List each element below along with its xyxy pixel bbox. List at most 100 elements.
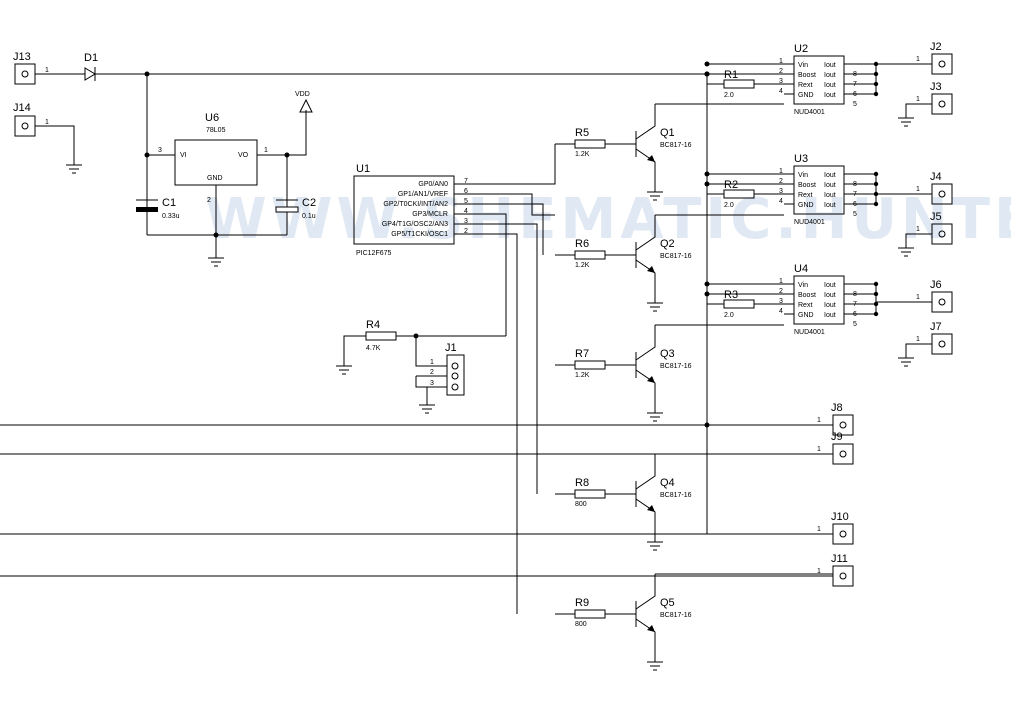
connector-j3: J3 1 xyxy=(898,81,953,127)
svg-text:78L05: 78L05 xyxy=(206,127,226,134)
svg-text:J1: J1 xyxy=(445,342,457,354)
driver-pin-name: Boost xyxy=(798,292,816,299)
svg-text:2: 2 xyxy=(430,369,434,376)
resistor-ref: R9 xyxy=(575,597,589,609)
svg-text:1: 1 xyxy=(916,294,920,301)
driver-pin-name: Iout xyxy=(824,292,836,299)
mcu-pin-name: GP3/MCLR xyxy=(412,211,448,218)
svg-text:1: 1 xyxy=(817,568,821,575)
led-driver-ic: U2NUD4001Vin1Boost2Rext3GND4Iout8Iout7Io… xyxy=(704,43,879,116)
transistor-part: BC817-16 xyxy=(660,253,692,260)
connector-j7: J71 xyxy=(898,321,953,367)
ground-symbol xyxy=(647,541,663,551)
mcu-pin-number: 4 xyxy=(464,208,468,215)
driver-pin-name: Rext xyxy=(798,82,812,89)
driver-body xyxy=(793,55,845,105)
svg-text:1: 1 xyxy=(817,446,821,453)
driver-pin-number: 2 xyxy=(779,178,783,185)
resistor-ref: R6 xyxy=(575,238,589,250)
svg-text:J4: J4 xyxy=(930,171,942,183)
resistor-value: 800 xyxy=(575,621,587,628)
driver-pin-number: 4 xyxy=(779,88,783,95)
driver-pin-number: 1 xyxy=(779,168,783,175)
resistor-value: 1.2K xyxy=(575,151,590,158)
svg-text:J13: J13 xyxy=(13,51,31,63)
driver-pin-name: Vin xyxy=(798,62,808,69)
svg-text:J9: J9 xyxy=(831,431,843,443)
resistor-value: 1.2K xyxy=(575,262,590,269)
driver-pin-name: Iout xyxy=(824,282,836,289)
led-driver-ic: U4NUD4001Vin1Boost2Rext3GND4Iout8Iout7Io… xyxy=(704,263,879,336)
driver-ref: U2 xyxy=(794,43,808,55)
svg-text:C2: C2 xyxy=(302,197,316,209)
driver-pin-name: Iout xyxy=(824,302,836,309)
resistor-body xyxy=(574,250,606,260)
ground-symbol xyxy=(898,357,914,367)
driver-pin-name: Boost xyxy=(798,72,816,79)
ground-symbol xyxy=(647,661,663,671)
resistor-ref: R8 xyxy=(575,477,589,489)
svg-text:1: 1 xyxy=(916,96,920,103)
driver-pin-name: Iout xyxy=(824,172,836,179)
svg-text:VDD: VDD xyxy=(295,91,310,98)
resistor-ref: R3 xyxy=(724,289,738,301)
transistor-ref: Q4 xyxy=(660,477,675,489)
connector-j4: J4 1 xyxy=(876,171,953,205)
driver-pin-number: 1 xyxy=(779,58,783,65)
transistor-ref: Q3 xyxy=(660,348,675,360)
capacitor-c1: C1 0.33u xyxy=(136,197,180,220)
svg-text:U6: U6 xyxy=(205,112,219,124)
driver-ref: U4 xyxy=(794,263,808,275)
connector-j5: J51 xyxy=(898,211,953,257)
driver-pin-name: Iout xyxy=(824,72,836,79)
svg-text:J14: J14 xyxy=(13,102,31,114)
driver-pin-name: Iout xyxy=(824,62,836,69)
svg-text:J6: J6 xyxy=(930,279,942,291)
mcu-pin-number: 6 xyxy=(464,188,468,195)
svg-text:1: 1 xyxy=(916,186,920,193)
transistor-stages: R51.2KQ1BC817-16R61.2KQ2BC817-16R71.2KQ3… xyxy=(555,103,833,671)
driver-pin-name: GND xyxy=(798,312,814,319)
ground-symbol xyxy=(898,247,914,257)
driver-pin-number: 4 xyxy=(779,308,783,315)
mcu-pin-number: 5 xyxy=(464,198,468,205)
connector-j1: J1 1 2 3 xyxy=(430,342,465,396)
mcu-pin-number: 7 xyxy=(464,178,468,185)
ground-symbol xyxy=(647,191,663,201)
resistor-body xyxy=(574,489,606,499)
transistor-ref: Q5 xyxy=(660,597,675,609)
svg-text:J3: J3 xyxy=(930,81,942,93)
driver-pin-name: GND xyxy=(798,92,814,99)
resistor-body xyxy=(574,139,606,149)
driver-pin-name: Iout xyxy=(824,202,836,209)
resistor-value: 1.2K xyxy=(575,372,590,379)
svg-text:0.1u: 0.1u xyxy=(302,213,316,220)
connector-j2: J21 xyxy=(876,41,953,75)
resistor-ref: R2 xyxy=(724,179,738,191)
driver-pin-name: Iout xyxy=(824,82,836,89)
svg-text:1: 1 xyxy=(264,147,268,154)
resistor-value: 800 xyxy=(575,501,587,508)
svg-text:1: 1 xyxy=(45,119,49,126)
transistor-part: BC817-16 xyxy=(660,142,692,149)
connector-j9: J9 1 xyxy=(0,431,854,465)
svg-text:3: 3 xyxy=(158,147,162,154)
svg-text:1: 1 xyxy=(45,67,49,74)
svg-text:3: 3 xyxy=(430,380,434,387)
svg-text:1: 1 xyxy=(817,417,821,424)
svg-text:VO: VO xyxy=(238,152,249,159)
svg-text:J8: J8 xyxy=(831,402,843,414)
resistor-value: 2.0 xyxy=(724,312,734,319)
led-drivers: U2NUD4001Vin1Boost2Rext3GND4Iout8Iout7Io… xyxy=(704,43,879,336)
svg-text:GND: GND xyxy=(207,175,223,182)
svg-text:D1: D1 xyxy=(84,52,98,64)
driver-pin-name: Rext xyxy=(798,302,812,309)
svg-text:J10: J10 xyxy=(831,511,849,523)
driver-part: NUD4001 xyxy=(794,329,825,336)
svg-text:VI: VI xyxy=(180,152,187,159)
